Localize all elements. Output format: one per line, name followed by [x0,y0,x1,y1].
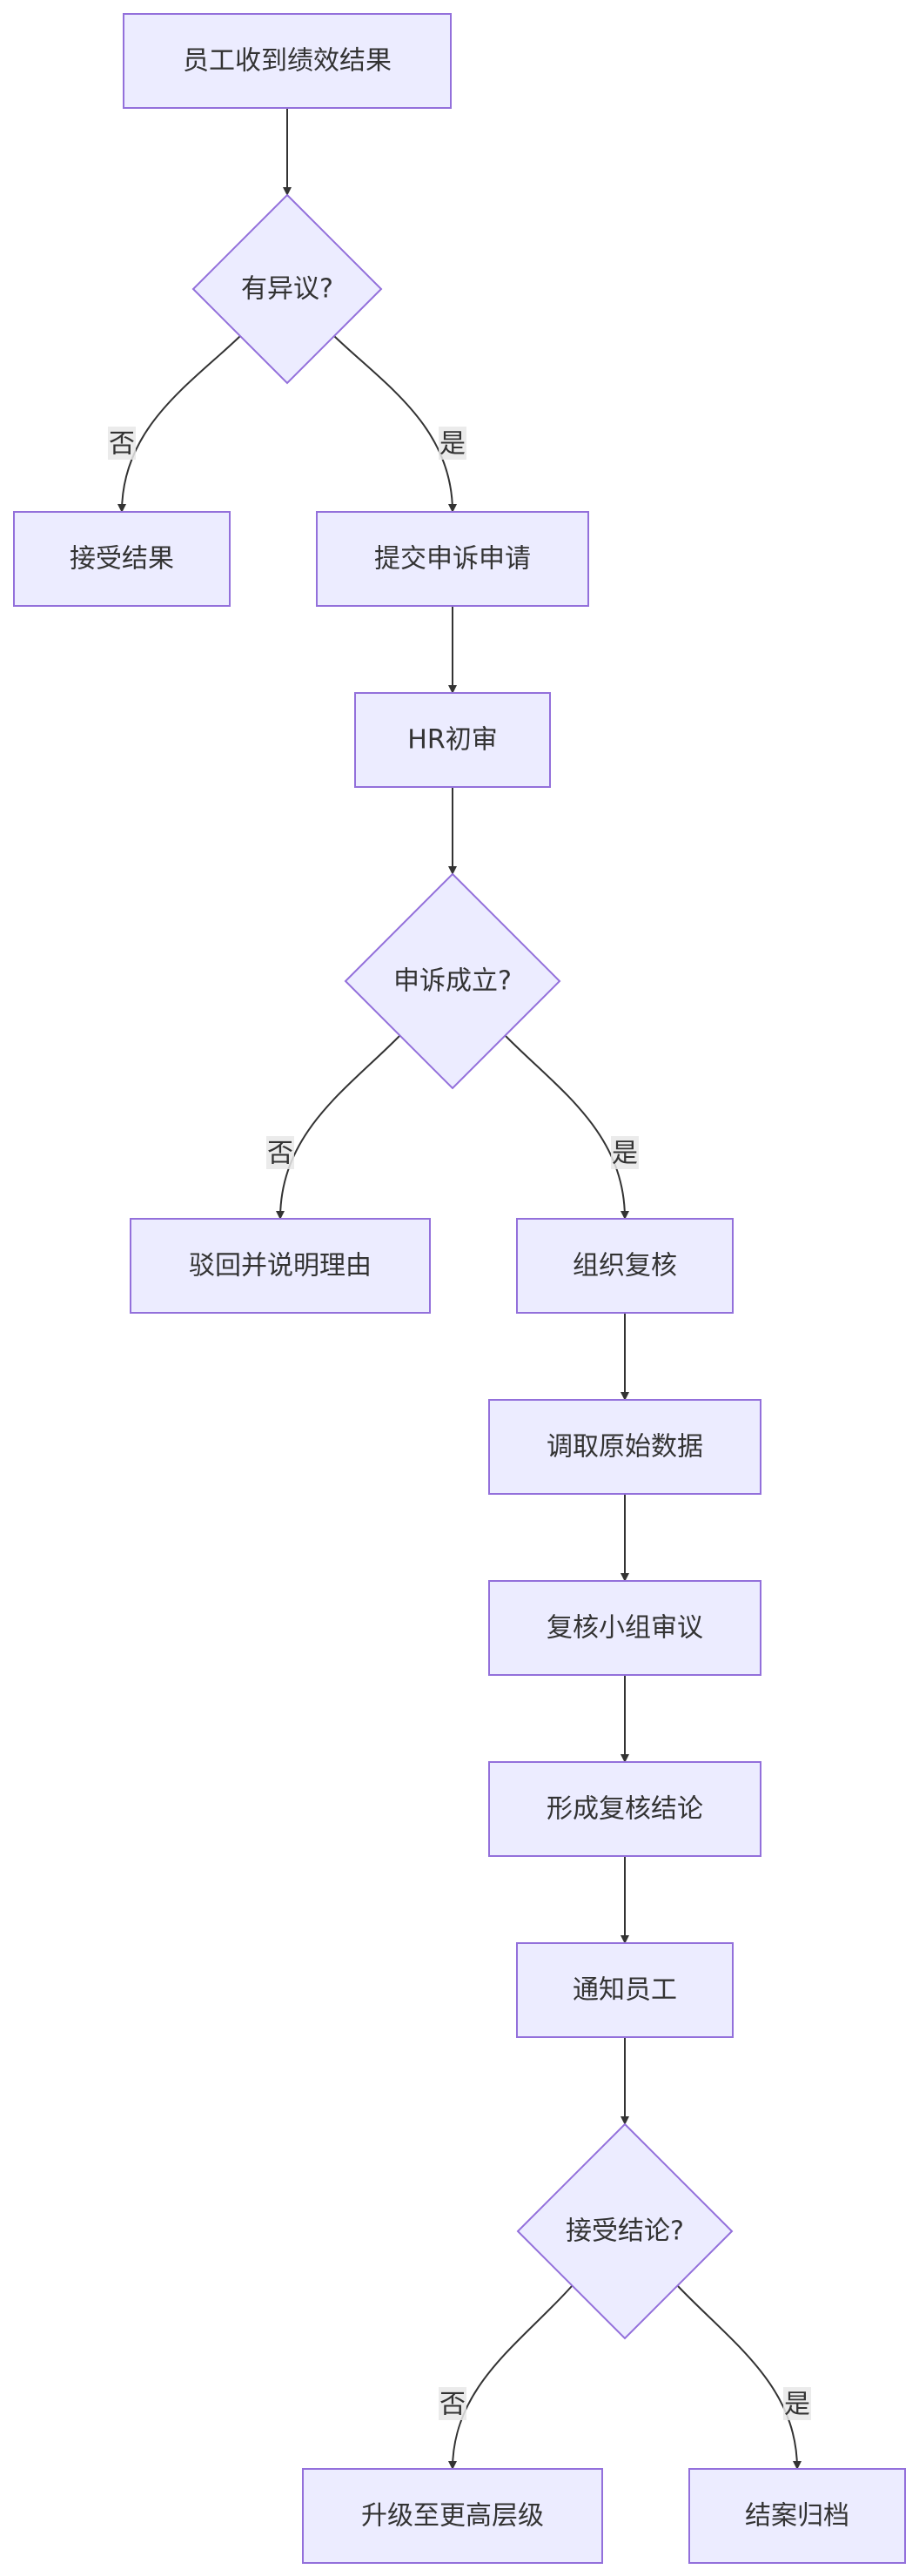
node-reject-label: 驳回并说明理由 [189,1251,372,1281]
edge-valid-to-reject [276,1035,400,1220]
node-panel-review: 复核小组审议 [488,1580,761,1676]
edge-label-yes-3-text: 是 [784,2390,810,2420]
node-organize-review-label: 组织复核 [573,1251,677,1281]
edge-labels: 否 是 否 是 否 是 [108,427,811,2420]
node-submit-appeal: 提交申诉申请 [316,511,589,607]
node-hr-review-label: HR初审 [407,725,497,756]
edge-label-no-2-text: 否 [267,1139,293,1169]
edge-label-yes-3: 是 [783,2387,811,2420]
node-fetch-data-label: 调取原始数据 [547,1432,703,1463]
edge-label-no-3-text: 否 [439,2390,466,2420]
node-organize-review: 组织复核 [516,1218,734,1314]
edge-label-no-1: 否 [108,427,136,460]
edge-label-yes-2-text: 是 [612,1139,638,1169]
node-notify-employee: 通知员工 [516,1942,734,2038]
edge-objection-to-submit-appeal [333,335,457,513]
node-form-conclusion: 形成复核结论 [488,1761,761,1857]
node-escalate: 升级至更高层级 [302,2468,603,2564]
edge-valid-to-organize [505,1035,629,1220]
node-appeal-valid-label: 申诉成立? [393,966,512,997]
node-close-case-label: 结案归档 [745,2501,849,2532]
nodes: 员工收到绩效结果 有异议? 接受结果 提交申诉申请 HR初审 申诉成立? 驳回并… [13,13,906,2564]
edge-label-yes-2: 是 [611,1136,639,1169]
node-panel-review-label: 复核小组审议 [547,1613,703,1644]
edges [117,108,802,2470]
node-accept-result-label: 接受结果 [70,544,174,575]
node-has-objection-label: 有异议? [241,274,333,305]
node-receive-result-label: 员工收到绩效结果 [183,46,392,77]
node-has-objection: 有异议? [191,193,383,385]
node-hr-review: HR初审 [354,692,551,788]
edge-label-yes-1-text: 是 [439,429,466,460]
edge-objection-to-accept-result [117,335,241,513]
node-submit-appeal-label: 提交申诉申请 [374,544,531,575]
node-reject: 驳回并说明理由 [130,1218,431,1314]
node-form-conclusion-label: 形成复核结论 [547,1794,703,1825]
node-close-case: 结案归档 [688,2468,906,2564]
node-accept-conclusion: 接受结论? [516,2122,734,2340]
node-accept-result: 接受结果 [13,511,231,607]
node-escalate-label: 升级至更高层级 [361,2501,544,2532]
node-accept-conclusion-label: 接受结论? [566,2216,684,2247]
edge-accept-to-escalate [448,2285,573,2470]
edge-accept-to-close [677,2285,802,2470]
node-notify-employee-label: 通知员工 [573,1975,677,2006]
node-receive-result: 员工收到绩效结果 [123,13,452,109]
edge-label-yes-1: 是 [439,427,466,460]
node-appeal-valid: 申诉成立? [344,872,561,1090]
node-fetch-data: 调取原始数据 [488,1399,761,1495]
edge-label-no-2: 否 [266,1136,294,1169]
edge-label-no-3: 否 [439,2387,466,2420]
edge-label-no-1-text: 否 [109,429,135,460]
